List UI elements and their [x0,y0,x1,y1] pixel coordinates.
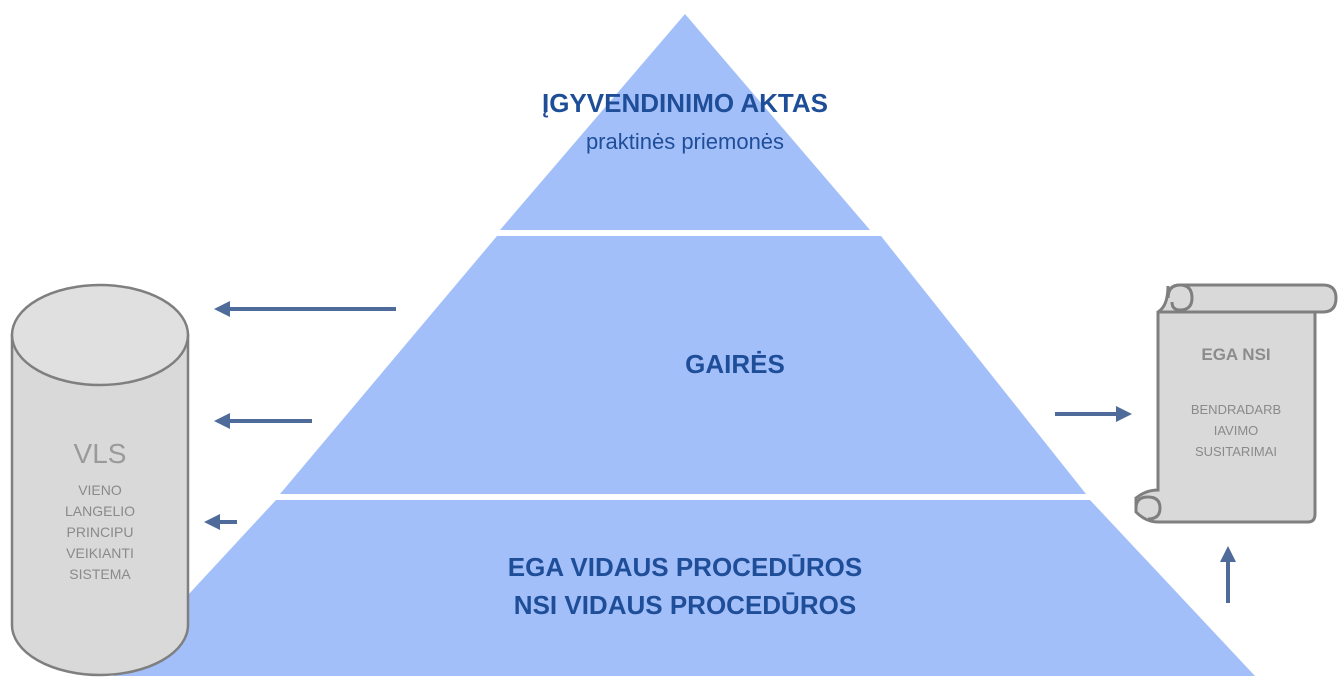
database-line: SISTEMA [69,566,131,582]
database-line: PRINCIPU [66,524,134,540]
middle-tier-title: GAIRĖS [685,349,785,379]
database-description: VIENO LANGELIO PRINCIPU VEIKIANTI SISTEM… [30,480,170,585]
pyramid-bottom-tier [113,500,1255,676]
pyramid-middle-tier [280,236,1086,494]
scroll-line: SUSITARIMAI [1194,444,1278,459]
scroll-document [1134,283,1338,524]
scroll-line: BENDRADARB [1190,402,1282,417]
database-cylinder [10,283,190,677]
database-line: LANGELIO [64,503,136,519]
scroll-line: IAVIMO [1213,423,1259,438]
top-tier-subtitle: praktinės priemonės [585,129,785,154]
scroll-title: EGA NSI [1201,345,1271,364]
pyramid-top-tier [500,14,870,230]
scroll-description: BENDRADARB IAVIMO SUSITARIMAI [1176,399,1296,462]
database-title: VLS [73,438,127,469]
bottom-tier-line-2: NSI VIDAUS PROCEDŪROS [513,590,857,620]
top-tier-title: ĮGYVENDINIMO AKTAS [541,88,828,118]
bottom-tier-line-1: EGA VIDAUS PROCEDŪROS [507,552,863,582]
database-line: VIENO [78,482,122,498]
database-line: VEIKIANTI [66,545,134,561]
